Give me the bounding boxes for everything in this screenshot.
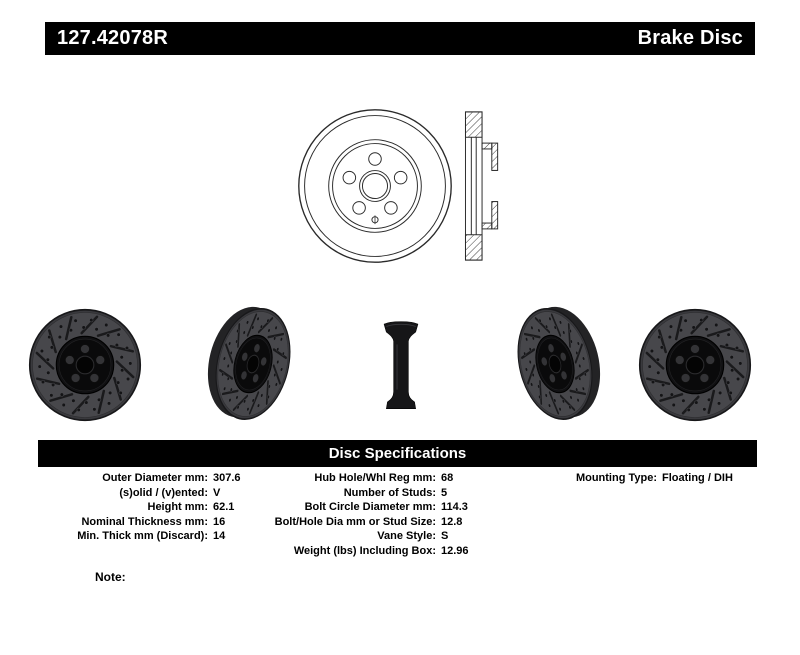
spec-value: 307.6 <box>213 472 241 484</box>
spec-row: Weight (lbs) Including Box: 12.96 <box>248 544 469 559</box>
spec-row: Bolt/Hole Dia mm or Stud Size: 12.8 <box>248 515 469 530</box>
header-bar: 127.42078R Brake Disc <box>45 22 755 55</box>
product-type-title: Brake Disc <box>637 27 743 49</box>
spec-label: Hub Hole/Whl Reg mm: <box>314 472 436 484</box>
spec-label: (s)olid / (v)ented: <box>119 486 208 499</box>
spec-row: Bolt Circle Diameter mm: 114.3 <box>248 500 469 515</box>
spec-value: S <box>441 530 449 542</box>
spec-value: 14 <box>213 530 226 542</box>
spec-title: Disc Specifications <box>328 445 467 462</box>
spec-value: 16 <box>213 515 226 528</box>
spec-row: Mounting Type: Floating / DIH <box>545 471 733 486</box>
spec-value: V <box>213 486 221 499</box>
spec-column-right: Mounting Type: Floating / DIH <box>545 471 733 486</box>
spec-row: Min. Thick mm (Discard): 14 <box>40 529 241 544</box>
spec-row: Height mm: 62.1 <box>40 500 241 515</box>
spec-row: Hub Hole/Whl Reg mm: 68 <box>248 471 469 486</box>
spec-value: 12.96 <box>441 544 469 557</box>
rotor-angled-left-photo <box>203 303 303 425</box>
spec-label: Min. Thick mm (Discard): <box>77 530 208 542</box>
spec-label: Number of Studs: <box>343 486 436 499</box>
spec-label: Outer Diameter mm: <box>102 472 208 484</box>
spec-label: Weight (lbs) Including Box: <box>293 544 436 557</box>
spec-row: Vane Style: S <box>248 529 469 544</box>
spec-value: 62.1 <box>213 501 235 513</box>
spec-column-left: Outer Diameter mm: 307.6 (s)olid / (v)en… <box>40 471 241 544</box>
spec-column-middle: Hub Hole/Whl Reg mm: 68 Number of Studs:… <box>248 471 469 558</box>
spec-label: Height mm: <box>147 501 209 513</box>
part-number: 127.42078R <box>57 27 168 49</box>
brake-disc-front-view-line-drawing <box>298 109 452 263</box>
spec-label: Bolt/Hole Dia mm or Stud Size: <box>274 515 436 528</box>
rotor-front-photo <box>28 308 142 422</box>
note-label: Note: <box>95 570 126 584</box>
spec-row: Outer Diameter mm: 307.6 <box>40 471 241 486</box>
spec-row: Number of Studs: 5 <box>248 486 469 501</box>
spec-title-bar: Disc Specifications <box>38 440 757 467</box>
spec-label: Vane Style: <box>377 530 436 542</box>
spec-value: 5 <box>441 486 448 499</box>
spec-value: 12.8 <box>441 515 463 528</box>
spec-value: Floating / DIH <box>662 472 733 484</box>
rotor-front-photo <box>638 308 752 422</box>
brake-disc-cross-section-drawing <box>464 111 499 261</box>
spec-label: Mounting Type: <box>575 472 657 484</box>
spec-label: Bolt Circle Diameter mm: <box>304 501 436 513</box>
spec-value: 114.3 <box>441 501 468 513</box>
rotor-side-profile-photo <box>383 321 419 409</box>
spec-row: Nominal Thickness mm: 16 <box>40 515 241 530</box>
spec-row: (s)olid / (v)ented: V <box>40 486 241 501</box>
spec-value: 68 <box>441 472 454 484</box>
rotor-angled-right-photo <box>505 303 605 425</box>
spec-label: Nominal Thickness mm: <box>81 515 208 528</box>
